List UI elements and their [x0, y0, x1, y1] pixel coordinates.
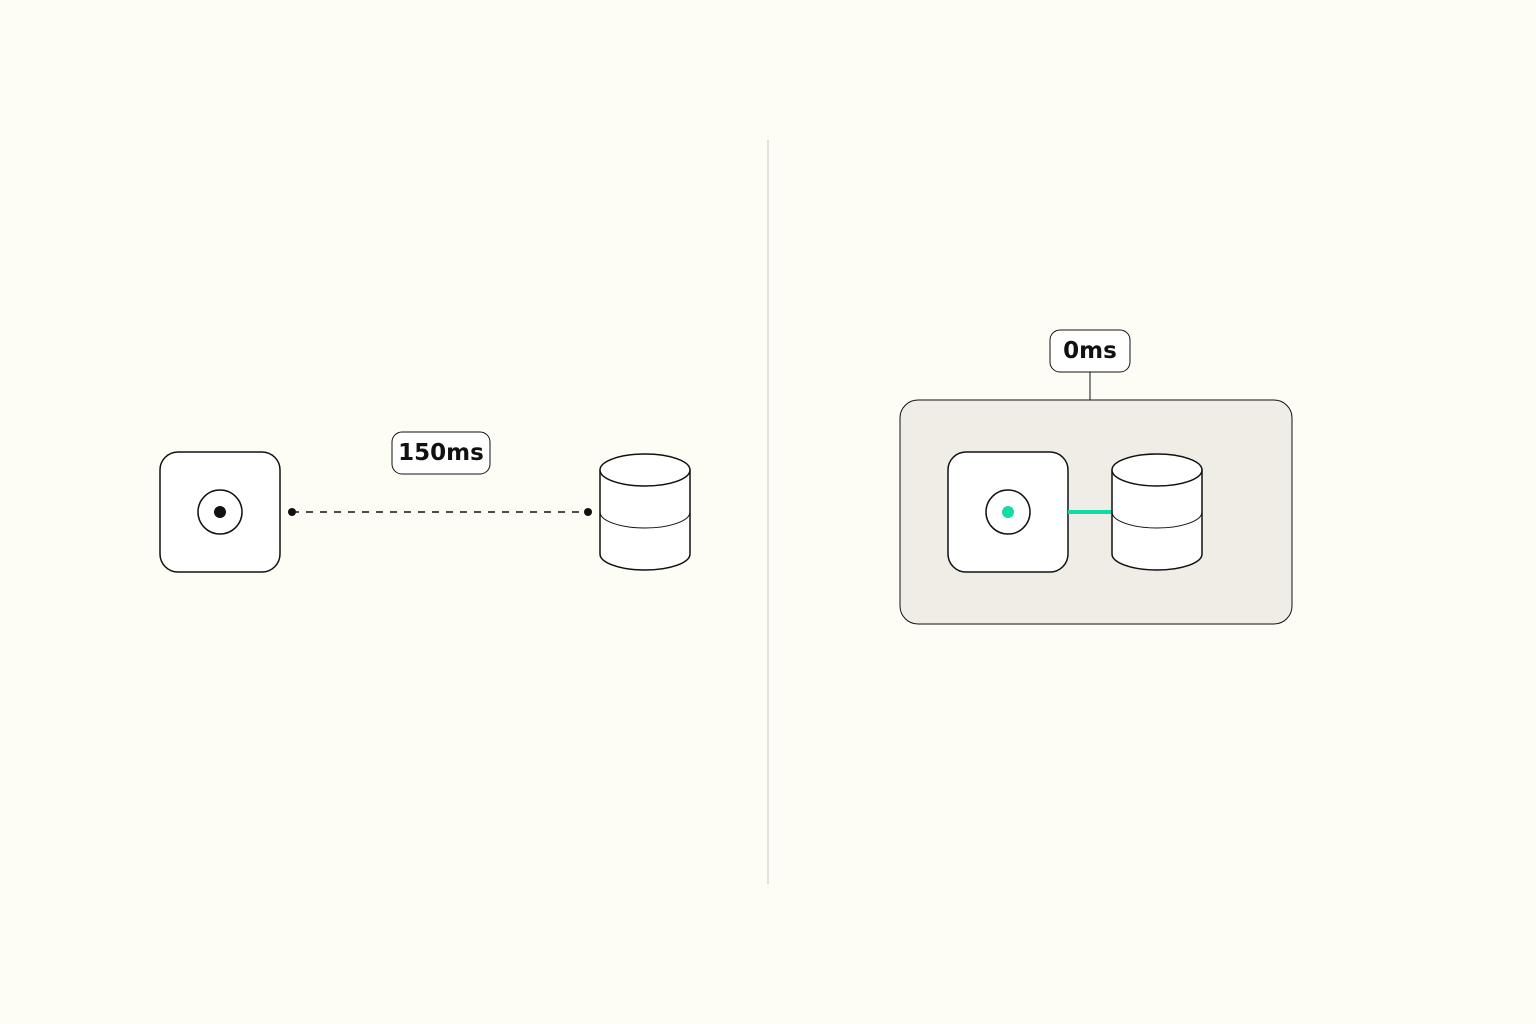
- server-node-dot: [1002, 506, 1014, 518]
- right-latency-label: 0ms: [1063, 338, 1117, 364]
- left-panel: 150ms: [159, 431, 691, 573]
- link-endpoint-end: [584, 508, 592, 516]
- link-endpoint-start: [288, 508, 296, 516]
- database-middle-band: [1111, 511, 1203, 529]
- database-cylinder-icon: [1111, 470, 1203, 571]
- left-network-link: [288, 508, 592, 516]
- latency-badge-box: [1049, 329, 1131, 373]
- left-database-node: [599, 453, 691, 571]
- right-panel: 0ms: [899, 329, 1293, 625]
- right-latency-badge: 0ms: [1049, 329, 1131, 400]
- left-latency-label: 150ms: [398, 440, 484, 466]
- database-top: [1111, 453, 1203, 487]
- server-node-dot: [214, 506, 226, 518]
- left-latency-badge: 150ms: [391, 431, 491, 475]
- database-middle-band: [599, 511, 691, 529]
- right-database-node: [1111, 453, 1203, 571]
- right-server-node: [947, 451, 1069, 573]
- left-server-node: [159, 451, 281, 573]
- latency-badge-box: [391, 431, 491, 475]
- database-cylinder-icon: [599, 470, 691, 571]
- database-top: [599, 453, 691, 487]
